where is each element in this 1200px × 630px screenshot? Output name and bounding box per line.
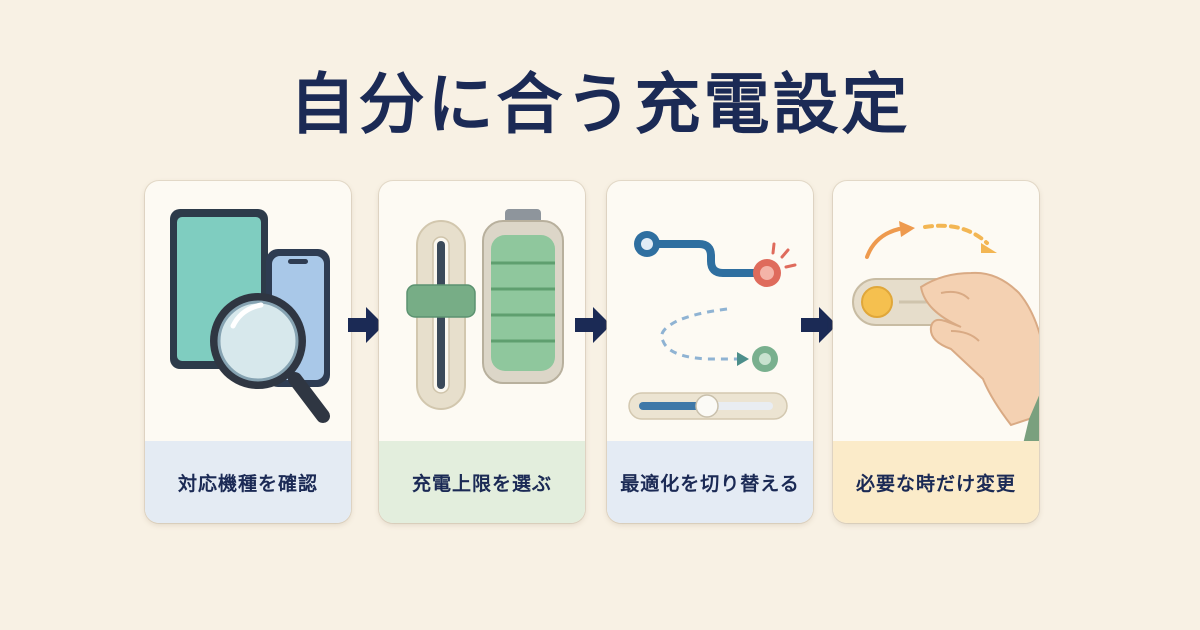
arrow-right-icon <box>575 307 611 343</box>
page-title: 自分に合う充電設定 <box>289 66 911 143</box>
step-label-1: 対応機種を確認 <box>145 441 351 523</box>
slider-battery-illustration <box>406 209 564 410</box>
route-line-icon <box>634 231 797 287</box>
battery-icon <box>482 209 564 384</box>
curved-arrow-icon <box>865 221 997 259</box>
hand-icon <box>919 271 1039 441</box>
step-card-4: 必要な時だけ変更 <box>833 181 1039 523</box>
step-card-1: 対応機種を確認 <box>145 181 351 523</box>
optimization-path-illustration <box>628 231 797 420</box>
arrow-right-icon <box>348 307 384 343</box>
arrow-right-icon <box>801 307 837 343</box>
step-label-4: 必要な時だけ変更 <box>833 441 1039 523</box>
dashed-path-icon <box>660 307 778 372</box>
step-card-3: 最適化を切り替える <box>607 181 813 523</box>
step-card-2: 充電上限を選ぶ <box>379 181 585 523</box>
toggle-hand-illustration <box>852 221 1039 441</box>
magnifier-icon <box>210 293 330 423</box>
device-magnifier-illustration <box>170 209 330 423</box>
vertical-slider-icon <box>406 220 476 410</box>
step-label-3: 最適化を切り替える <box>607 441 813 523</box>
horizontal-slider-icon <box>628 392 788 420</box>
step-label-2: 充電上限を選ぶ <box>379 441 585 523</box>
